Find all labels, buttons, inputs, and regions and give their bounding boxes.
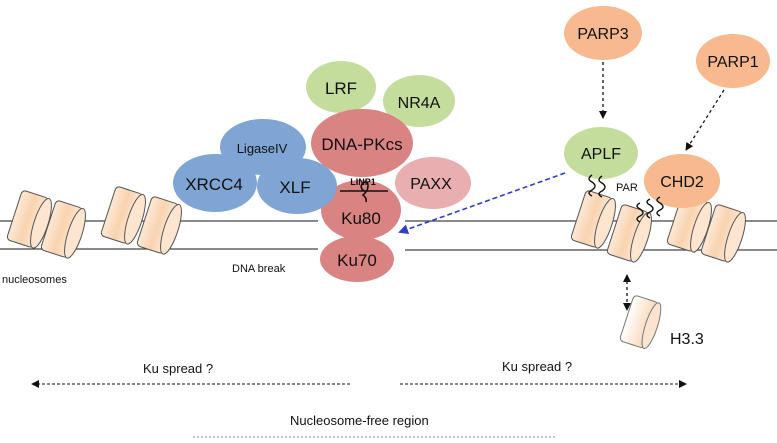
label-nucleosome-free-region: Nucleosome-free region xyxy=(290,413,429,428)
label-dna-break: DNA break xyxy=(232,263,286,275)
protein-paxx xyxy=(395,157,471,209)
label-parp1: PARP1 xyxy=(707,54,758,71)
protein-parp1 xyxy=(696,34,770,88)
label-linp1: LINP1 xyxy=(350,177,376,187)
protein-lrf xyxy=(306,61,376,113)
arrow-aplf-to-ku80 xyxy=(398,172,566,235)
label-ku70: Ku70 xyxy=(337,251,377,270)
protein-dnapkcs xyxy=(311,109,413,177)
label-xrcc4: XRCC4 xyxy=(185,175,243,194)
protein-parp3 xyxy=(564,6,642,60)
label-aplf: APLF xyxy=(581,146,621,163)
label-dnapkcs: DNA-PKcs xyxy=(321,135,402,154)
label-ku-spread-right: Ku spread ? xyxy=(502,359,572,374)
protein-xrcc4 xyxy=(173,154,257,212)
protein-nr4a xyxy=(383,75,455,127)
nucleosomes-left xyxy=(6,186,182,259)
label-par: PAR xyxy=(616,182,638,194)
linp1-rna xyxy=(340,181,388,203)
par-chains xyxy=(588,174,664,223)
label-ligaseiv: LigaseIV xyxy=(237,141,288,156)
arrow-parp1-to-chd2 xyxy=(685,89,725,151)
protein-chd2 xyxy=(644,154,720,208)
label-ku-spread-left: Ku spread ? xyxy=(143,361,213,376)
protein-ku80 xyxy=(321,180,401,240)
h33-histone xyxy=(619,295,662,350)
label-nr4a: NR4A xyxy=(398,95,441,112)
protein-xlf xyxy=(257,158,337,214)
label-nucleosomes: nucleosomes xyxy=(2,274,67,286)
protein-aplf xyxy=(564,127,638,179)
label-paxx: PAXX xyxy=(410,176,452,193)
label-chd2: CHD2 xyxy=(660,174,704,191)
nucleosomes-right xyxy=(570,190,746,263)
label-parp3: PARP3 xyxy=(577,26,628,43)
label-ku80: Ku80 xyxy=(341,209,381,228)
protein-ku70 xyxy=(320,236,394,282)
label-h33: H3.3 xyxy=(670,331,704,348)
label-xlf: XLF xyxy=(279,178,310,197)
label-lrf: LRF xyxy=(325,79,357,98)
